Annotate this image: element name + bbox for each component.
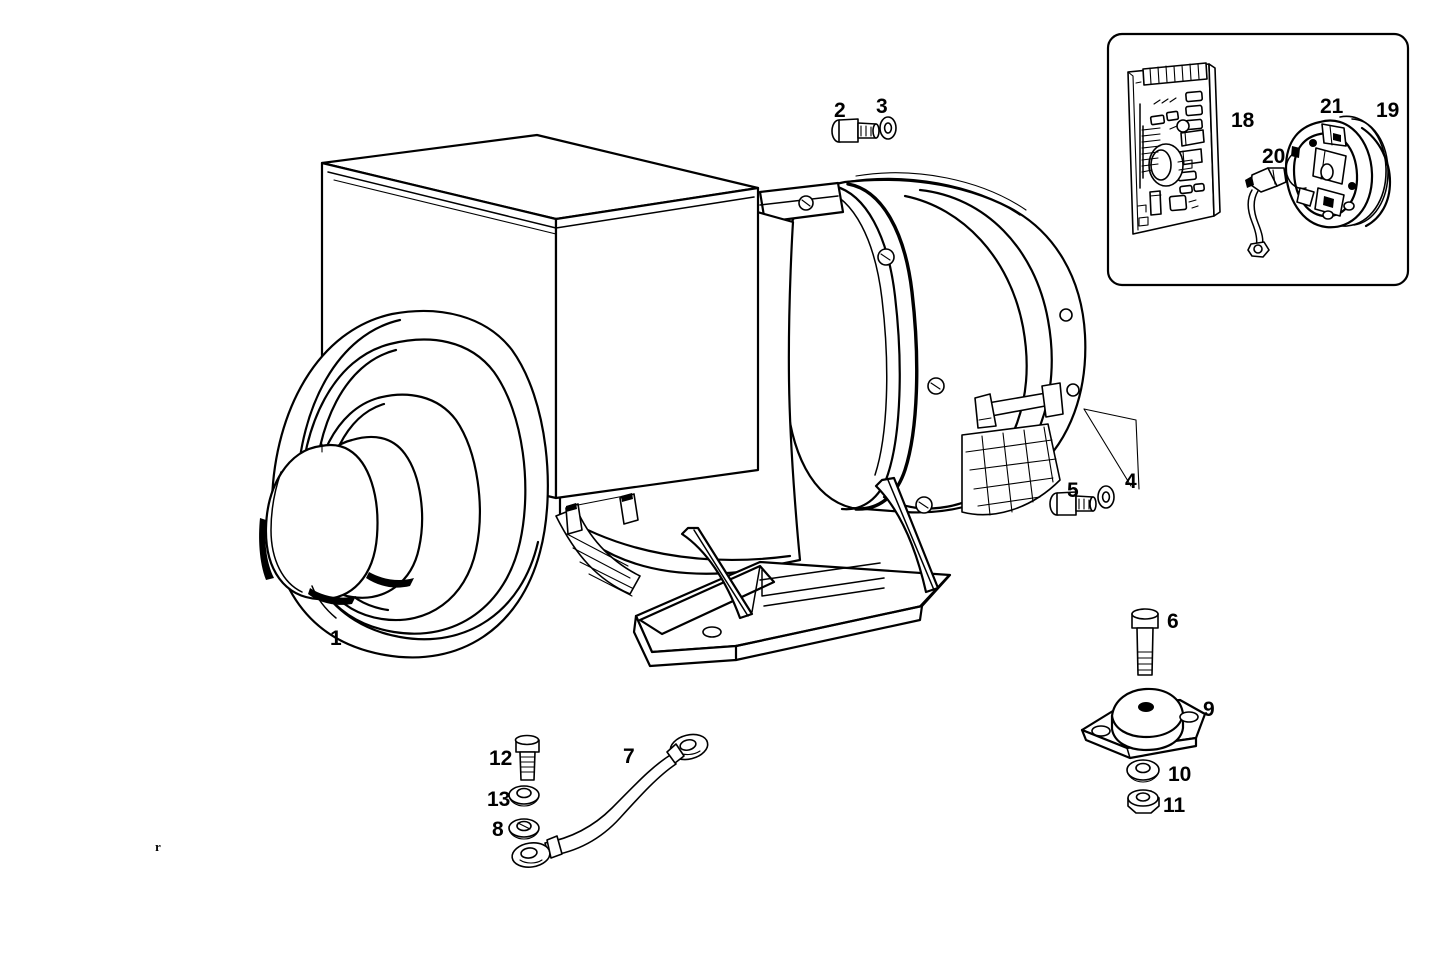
drive-end-bracket[interactable]	[259, 309, 549, 659]
callout-13: 13	[487, 788, 511, 811]
callout-3: 3	[876, 95, 888, 118]
callout-8: 8	[492, 818, 504, 841]
pcb-pin-header	[1142, 62, 1208, 86]
flat-washer-upper[interactable]	[879, 116, 897, 140]
callout-11: 11	[1163, 794, 1186, 817]
hex-nut-mount[interactable]	[1127, 789, 1160, 814]
flange-bolt-bosses	[877, 248, 1080, 514]
lock-washer-strap[interactable]	[508, 818, 540, 840]
callout-6: 6	[1167, 610, 1179, 633]
rear-end-housing[interactable]	[758, 172, 1087, 516]
ground-strap-bonding-cable[interactable]	[511, 731, 711, 870]
scan-speck: r	[155, 839, 161, 854]
pcb-lead-comb	[1141, 125, 1161, 179]
cooling-fins-vent	[555, 493, 641, 597]
leader-to-washer-4	[1083, 408, 1132, 487]
callout-9: 9	[1203, 698, 1215, 721]
callout-18: 18	[1231, 109, 1255, 132]
hex-bolt-mount[interactable]	[1131, 608, 1159, 676]
hardware-rear-bolt-washer[interactable]	[1049, 408, 1140, 516]
callout-20: 20	[1262, 145, 1286, 168]
callout-7: 7	[623, 745, 635, 768]
hardware-upper-bolt-washer[interactable]	[831, 116, 897, 143]
callout-2: 2	[834, 99, 846, 122]
callout-4: 4	[1125, 470, 1137, 493]
voltage-regulator-pcb[interactable]	[1127, 62, 1221, 235]
callout-1: 1	[330, 627, 342, 650]
callout-5: 5	[1067, 479, 1079, 502]
flat-washer-rear[interactable]	[1097, 485, 1115, 509]
leader-bracket-4	[1083, 408, 1140, 490]
hardware-ground-strap-kit[interactable]	[508, 731, 711, 870]
hex-bolt-strap[interactable]	[514, 734, 540, 781]
generator-main-assembly[interactable]	[259, 133, 1087, 668]
lead-wire-connector[interactable]	[1245, 167, 1287, 258]
housing-tie-bar	[974, 382, 1064, 429]
air-intake-grille	[961, 423, 1061, 516]
brush-holder-assembly[interactable]	[1284, 115, 1392, 229]
callout-21: 21	[1320, 95, 1344, 118]
hardware-isolator-mount-kit[interactable]	[1080, 608, 1207, 814]
regulator-detail-inset[interactable]	[1106, 32, 1410, 287]
hex-bolt-rear[interactable]	[1049, 491, 1097, 516]
flat-washer-strap[interactable]	[508, 785, 540, 807]
vibration-isolator-mount[interactable]	[1080, 687, 1207, 760]
mounting-base[interactable]	[632, 476, 952, 668]
callout-12: 12	[489, 747, 513, 770]
callout-10: 10	[1168, 763, 1192, 786]
hex-bolt-upper[interactable]	[831, 118, 880, 143]
flat-washer-mount[interactable]	[1126, 759, 1160, 783]
callout-19: 19	[1376, 99, 1400, 122]
